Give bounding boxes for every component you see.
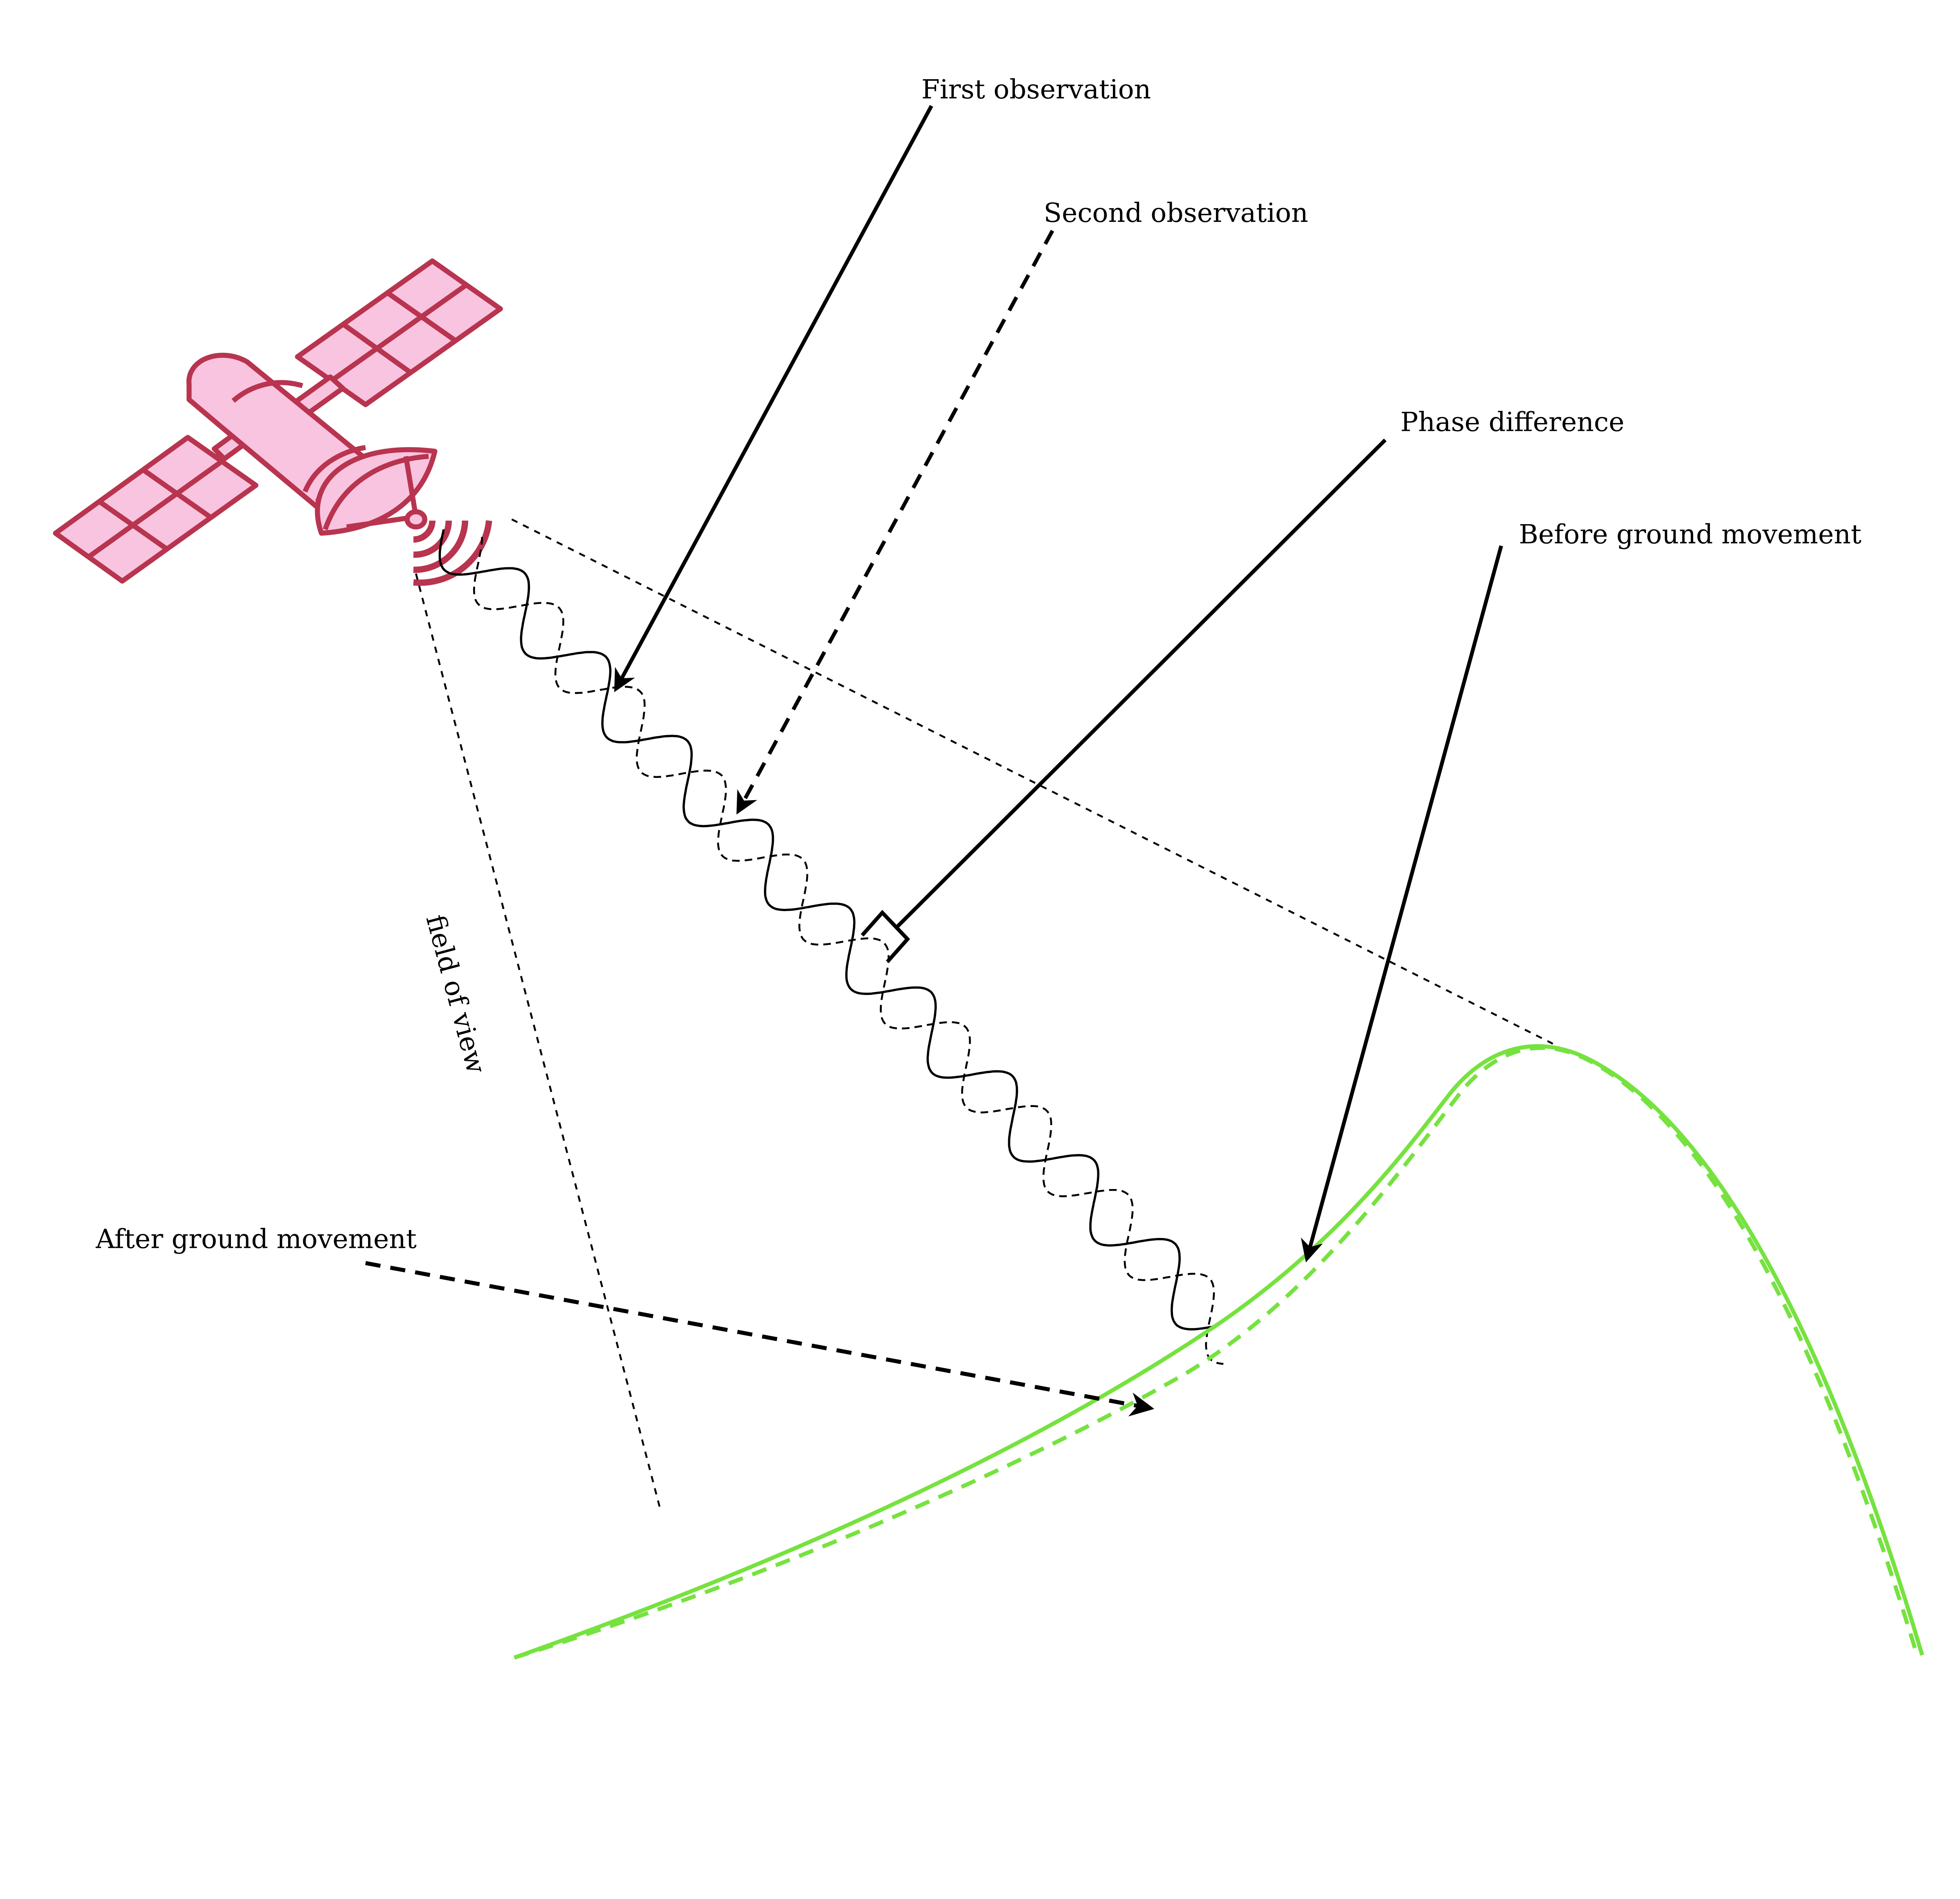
phase-difference-label: Phase difference	[1400, 407, 1624, 438]
ground-after-movement	[514, 1046, 1918, 1660]
first-observation-wave	[438, 529, 1217, 1331]
signal-waves-icon	[413, 520, 492, 586]
satellite-icon	[53, 258, 503, 584]
solar-panel-lower	[53, 435, 259, 584]
satellite-dish-rim	[323, 454, 429, 530]
before-ground-movement-label: Before ground movement	[1519, 519, 1862, 550]
satellite-body-band	[231, 380, 303, 403]
field-of-view-label: field of view	[420, 911, 492, 1077]
first-observation-label: First observation	[921, 74, 1151, 105]
ground-before-movement	[514, 1044, 1924, 1660]
before-ground-movement-arrow	[1301, 545, 1503, 1263]
antenna-feed	[403, 456, 419, 517]
after-ground-movement-label: After ground movement	[95, 1223, 417, 1254]
after-ground-movement-arrow	[365, 1261, 1154, 1417]
diagram-canvas: field of view First observation Second o…	[53, 74, 1924, 1660]
antenna-emitter	[405, 509, 428, 530]
field-of-view-bounds	[415, 518, 1553, 1510]
second-observation-wave	[473, 537, 1224, 1365]
phase-difference-pointer	[896, 438, 1387, 928]
satellite-body-band	[303, 445, 366, 493]
second-observation-arrow	[736, 230, 1054, 815]
phase-difference-marker	[860, 910, 910, 963]
first-observation-arrow	[614, 105, 933, 692]
second-observation-label: Second observation	[1044, 197, 1308, 228]
insar-diagram: field of view First observation Second o…	[53, 74, 1924, 1660]
antenna-feed	[346, 514, 417, 530]
